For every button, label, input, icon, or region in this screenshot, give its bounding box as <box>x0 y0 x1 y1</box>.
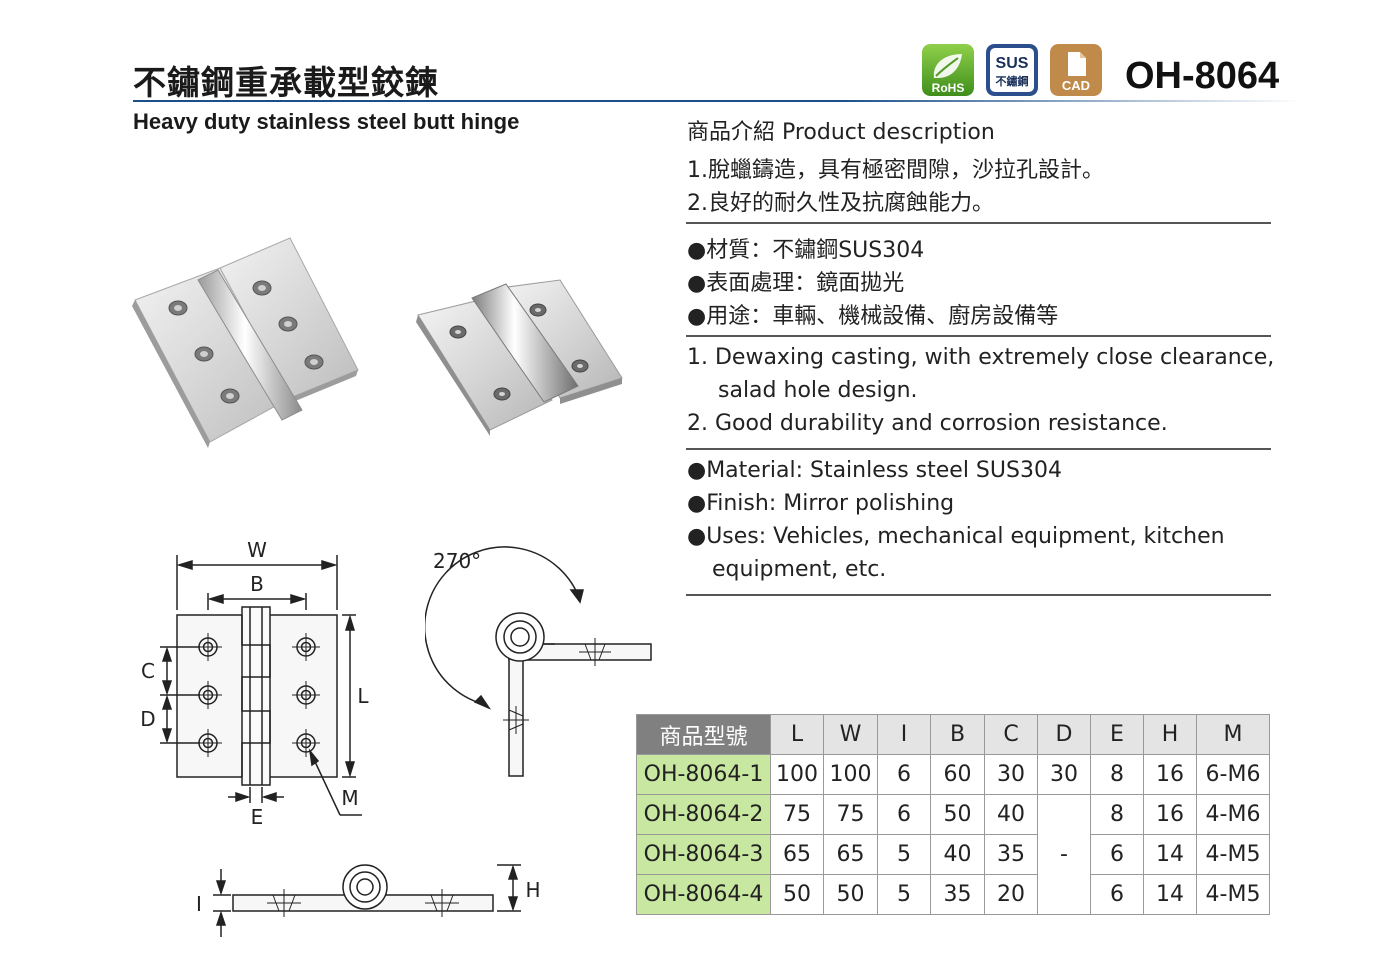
cell-i: 5 <box>877 874 931 915</box>
header-model: 商品型號 <box>636 714 771 755</box>
cell-w: 75 <box>823 794 878 835</box>
sus-badge: SUS 不鏽鋼 <box>986 44 1038 96</box>
table-row: OH-8064-3 65 65 5 40 35 6 14 4-M5 <box>636 834 1270 875</box>
header-d: D <box>1037 714 1091 755</box>
cell-h: 16 <box>1143 754 1197 795</box>
section-divider <box>686 448 1271 450</box>
description-heading: 商品介紹 Product description <box>687 120 995 145</box>
cad-badge: CAD <box>1050 44 1102 96</box>
zh-line-2: 2.良好的耐久性及抗腐蝕能力。 <box>687 191 994 216</box>
en-spec-material: ●Material: Stainless steel SUS304 <box>687 458 1062 483</box>
cell-model: OH-8064-1 <box>636 754 771 795</box>
cell-l: 50 <box>770 874 824 915</box>
en-spec-uses: ●Uses: Vehicles, mechanical equipment, k… <box>687 524 1225 549</box>
dim-label-b: B <box>250 572 264 596</box>
cell-e: 6 <box>1090 834 1144 875</box>
en-spec-uses-cont: equipment, etc. <box>712 557 887 582</box>
cell-d-merged: - <box>1037 794 1091 915</box>
cell-w: 100 <box>823 754 878 795</box>
cell-m: 6-M6 <box>1196 754 1270 795</box>
table-row: OH-8064-2 75 75 6 50 40 - 8 16 4-M6 <box>636 794 1270 915</box>
cell-b: 40 <box>930 834 985 875</box>
cell-c: 40 <box>984 794 1038 835</box>
rotation-view-drawing: 270° <box>425 546 652 777</box>
header-divider <box>133 100 1303 102</box>
cell-m: 4-M5 <box>1196 834 1270 875</box>
hinge-photo-flat <box>132 237 359 448</box>
front-view-drawing: W B C D L E M <box>140 538 369 829</box>
header-m: M <box>1196 714 1270 755</box>
section-divider <box>686 594 1271 596</box>
en-line-2: 2. Good durability and corrosion resista… <box>687 411 1168 436</box>
header-h: H <box>1143 714 1197 755</box>
dim-label-m: M <box>341 786 358 810</box>
header-b: B <box>930 714 985 755</box>
page-title-en: Heavy duty stainless steel butt hinge <box>133 109 520 134</box>
cell-c: 30 <box>984 754 1038 795</box>
edge-view-drawing: I H <box>196 864 541 937</box>
cell-i: 5 <box>877 834 931 875</box>
cell-i: 6 <box>877 754 931 795</box>
zh-spec-finish: ●表面處理：鏡面拋光 <box>687 271 905 296</box>
cell-c: 35 <box>984 834 1038 875</box>
table-header-row: 商品型號 L W I B C D E H M <box>636 714 1270 755</box>
cell-w: 50 <box>823 874 878 915</box>
cell-model: OH-8064-3 <box>636 834 771 875</box>
dim-label-w: W <box>247 538 267 562</box>
cell-h: 14 <box>1143 834 1197 875</box>
cell-d: 30 <box>1037 754 1091 795</box>
header-w: W <box>823 714 878 755</box>
section-divider <box>686 222 1271 224</box>
cell-b: 60 <box>930 754 985 795</box>
dim-label-l: L <box>357 684 369 708</box>
cell-m: 4-M5 <box>1196 874 1270 915</box>
cell-b: 35 <box>930 874 985 915</box>
cell-l: 100 <box>770 754 824 795</box>
en-spec-finish: ●Finish: Mirror polishing <box>687 491 955 516</box>
cell-i: 6 <box>877 794 931 835</box>
rohs-label: RoHS <box>932 81 965 95</box>
sus-sublabel: 不鏽鋼 <box>996 74 1029 88</box>
zh-spec-uses: ●用途：車輛、機械設備、廚房設備等 <box>687 304 1059 329</box>
dim-label-i: I <box>196 892 202 916</box>
dim-label-c: C <box>141 659 155 683</box>
cell-m: 4-M6 <box>1196 794 1270 835</box>
cell-e: 8 <box>1090 794 1144 835</box>
table-row: OH-8064-1 100 100 6 60 30 30 8 16 6-M6 <box>636 754 1270 795</box>
zh-spec-material: ●材質：不鏽鋼SUS304 <box>687 238 925 263</box>
page-title-zh: 不鏽鋼重承載型鉸鍊 <box>133 63 439 102</box>
model-number: OH-8064 <box>1125 55 1280 97</box>
header-e: E <box>1090 714 1144 755</box>
cell-e: 8 <box>1090 754 1144 795</box>
dim-label-d: D <box>140 707 155 731</box>
cell-model: OH-8064-2 <box>636 794 771 835</box>
cell-c: 20 <box>984 874 1038 915</box>
hinge-photo-angled <box>416 279 623 436</box>
cell-l: 75 <box>770 794 824 835</box>
dim-label-e: E <box>251 805 264 829</box>
cell-h: 14 <box>1143 874 1197 915</box>
cell-h: 16 <box>1143 794 1197 835</box>
rohs-badge: RoHS <box>922 44 974 96</box>
table-row: OH-8064-4 50 50 5 35 20 6 14 4-M5 <box>636 874 1270 915</box>
header-c: C <box>984 714 1038 755</box>
en-line-1: 1. Dewaxing casting, with extremely clos… <box>687 345 1275 370</box>
en-line-1-cont: salad hole design. <box>718 378 918 403</box>
header-i: I <box>877 714 931 755</box>
cell-l: 65 <box>770 834 824 875</box>
cad-label: CAD <box>1062 78 1090 93</box>
sus-label: SUS <box>996 55 1029 72</box>
cell-w: 65 <box>823 834 878 875</box>
cell-e: 6 <box>1090 874 1144 915</box>
header-l: L <box>770 714 824 755</box>
cell-model: OH-8064-4 <box>636 874 771 915</box>
section-divider <box>686 335 1271 337</box>
zh-line-1: 1.脫蠟鑄造，具有極密間隙，沙拉孔設計。 <box>687 158 1104 183</box>
dim-label-h: H <box>525 878 540 902</box>
spec-table: 商品型號 L W I B C D E H M OH-8064-1 100 100… <box>636 714 1270 915</box>
cell-b: 50 <box>930 794 985 835</box>
